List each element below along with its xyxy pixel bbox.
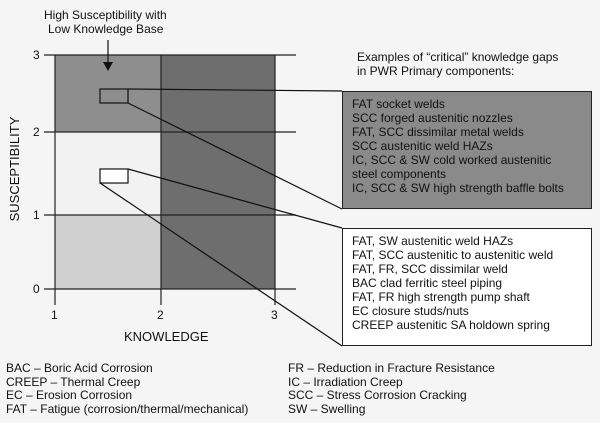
panel-high-item: SCC forged austenitic nozzles	[352, 111, 513, 125]
x-tick-1: 1	[51, 308, 58, 322]
panel-high-item: FAT socket welds	[352, 97, 445, 111]
x-tick-2: 2	[157, 308, 164, 322]
panel-mid-item: FAT, FR, SCC dissimilar weld	[352, 262, 508, 276]
examples-title-line-2: in PWR Primary components:	[357, 64, 515, 78]
panel-mid-item: FAT, SCC austenitic to austenitic weld	[352, 248, 554, 262]
cell-k2-s1	[161, 132, 275, 215]
x-axis-label: KNOWLEDGE	[124, 329, 209, 344]
legend-entry: CREEP – Thermal Creep	[6, 374, 141, 389]
y-tick-3: 3	[33, 48, 40, 62]
legend-left: BAC – Boric Acid Corrosion CREEP – Therm…	[6, 361, 249, 416]
marker-box-mid	[99, 168, 129, 184]
annotation-line-2: Low Knowledge Base	[48, 22, 164, 36]
panel-mid-item: EC closure studs/nuts	[352, 304, 469, 318]
cell-k2-s2	[161, 55, 275, 132]
cell-k2-s0	[161, 215, 275, 289]
cell-k1-s0	[55, 215, 161, 289]
y-tick-1: 1	[33, 208, 40, 222]
panel-mid-item: CREEP austenitic SA holdown spring	[352, 318, 550, 332]
critical-gaps-panel-mid: FAT, SW austenitic weld HAZs FAT, SCC au…	[342, 228, 592, 346]
annotation-arrow	[103, 40, 113, 71]
legend-right: FR – Reduction in Fracture Resistance IC…	[288, 361, 495, 416]
grid-lines	[44, 54, 296, 305]
legend-entry: SCC – Stress Corrosion Cracking	[288, 388, 467, 402]
panel-mid-item: BAC clad ferritic steel piping	[352, 276, 503, 290]
panel-high-item: FAT, SCC dissimilar metal welds	[352, 125, 524, 139]
y-axis-label: SUSCEPTIBILITY	[7, 116, 22, 222]
marker-box-high	[99, 88, 129, 104]
legend-entry: FR – Reduction in Fracture Resistance	[288, 361, 495, 375]
panel-high-item: SCC austenitic weld HAZs	[352, 139, 493, 153]
x-tick-3: 3	[271, 308, 278, 322]
legend-entry: BAC – Boric Acid Corrosion	[6, 361, 153, 375]
connector-lines	[99, 88, 343, 347]
legend-entry: IC – Irradiation Creep	[288, 374, 403, 389]
panel-mid-item: FAT, SW austenitic weld HAZs	[352, 234, 514, 248]
panel-high-item: steel components	[352, 167, 447, 181]
critical-gaps-panel-high: FAT socket welds SCC forged austenitic n…	[342, 91, 592, 209]
legend-entry: FAT – Fatigue (corrosion/thermal/mechani…	[6, 401, 249, 416]
panel-mid-item: FAT, FR high strength pump shaft	[352, 290, 530, 304]
legend-entry: SW – Swelling	[288, 401, 366, 416]
examples-title-line-1: Examples of “critical” knowledge gaps	[357, 50, 559, 64]
panel-high-item: IC, SCC & SW cold worked austenitic	[352, 153, 552, 167]
y-tick-2: 2	[33, 125, 40, 139]
panel-high-item: IC, SCC & SW high strength baffle bolts	[352, 181, 564, 195]
annotation-line-1: High Susceptibility with	[44, 8, 167, 22]
legend-entry: EC – Erosion Corrosion	[6, 388, 133, 402]
y-tick-0: 0	[33, 282, 40, 296]
